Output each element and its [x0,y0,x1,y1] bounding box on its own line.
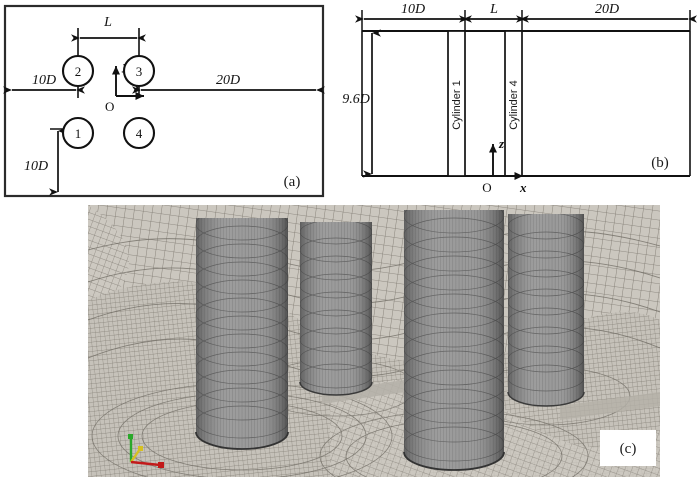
ground-step-edge-1 [322,378,418,404]
cylinder-number: 2 [75,64,82,79]
cylinder-4-label: Cylinder 4 [508,80,520,130]
axis-triad [128,434,164,468]
cylinder-shading [508,214,584,406]
cylinder-outline [122,116,156,150]
cylinder-base-edge [403,451,505,471]
mesh-cylinder-far-right [507,214,585,407]
panel-b-dim-label-upstream: 10D [401,2,425,17]
panel-b-cylinder-1: Cylinder 1 [447,30,466,177]
cylinder-base-edge [507,391,585,407]
cylinder-outline [122,54,156,88]
panel-a-caption: (a) [284,174,301,190]
cylinder-column [447,30,466,177]
cylinder-number: 4 [136,126,143,141]
panel-b-dim-label-downstream: 20D [595,2,619,17]
panel-a-dim-label-L: L [103,15,112,30]
panel-a-origin-label: O [105,99,114,114]
panel-a: L 10D 20D 10D y x O 2 3 1 [3,4,325,198]
cylinder-number: 1 [75,126,82,141]
panel-c-caption: (c) [620,441,637,457]
panel-b: 9.6D 10D L 20D Cylinder 1 Cylinder 4 z x… [342,2,697,195]
panel-a-dim-label-upstream: 10D [32,73,56,88]
panel-a-dim-label-lateral: 10D [24,159,48,174]
panel-b-axis-label-x: x [519,180,527,195]
ground-step-edge-2 [560,392,660,420]
cylinder-shading [404,210,504,470]
mesh-cylinder-near-left [195,218,289,450]
triad-tip-y [138,446,143,451]
panel-a-cylinder-2: 2 [61,54,95,88]
triad-tip-x [158,462,164,468]
ground-mesh-band-1 [88,205,129,320]
cylinder-shading [300,222,372,395]
panel-b-axis-label-z: z [498,136,505,151]
cylinder-outline [61,54,95,88]
panel-b-dim-label-spacing: L [489,2,498,17]
mesh-cylinder-near-right [403,210,505,471]
cylinder-base-edge [299,381,373,396]
panel-b-cylinder-4: Cylinder 4 [504,30,523,177]
cylinder-base-edge [195,431,289,450]
cylinder-number: 3 [136,64,143,79]
cylinder-shading [196,218,288,449]
panel-b-origin-label: O [482,180,491,195]
panel-a-cylinder-4: 4 [122,116,156,150]
triad-tip-z [128,434,133,439]
triad-axis-x [130,460,161,467]
panel-b-caption: (b) [651,155,669,171]
mesh-cylinder-far-left [299,222,373,396]
cylinder-1-label: Cylinder 1 [451,80,463,130]
panel-a-cylinder-1: 1 [61,116,95,150]
cylinder-outline [61,116,95,150]
panel-c-caption-box [600,430,656,466]
panel-a-frame [3,4,325,198]
triad-axis-y [130,448,141,463]
panel-a-cylinder-3: 3 [122,54,156,88]
panel-b-dim-label-height: 9.6D [342,92,370,107]
panel-c: (c) [88,205,660,477]
panel-a-dim-label-downstream: 20D [216,73,240,88]
